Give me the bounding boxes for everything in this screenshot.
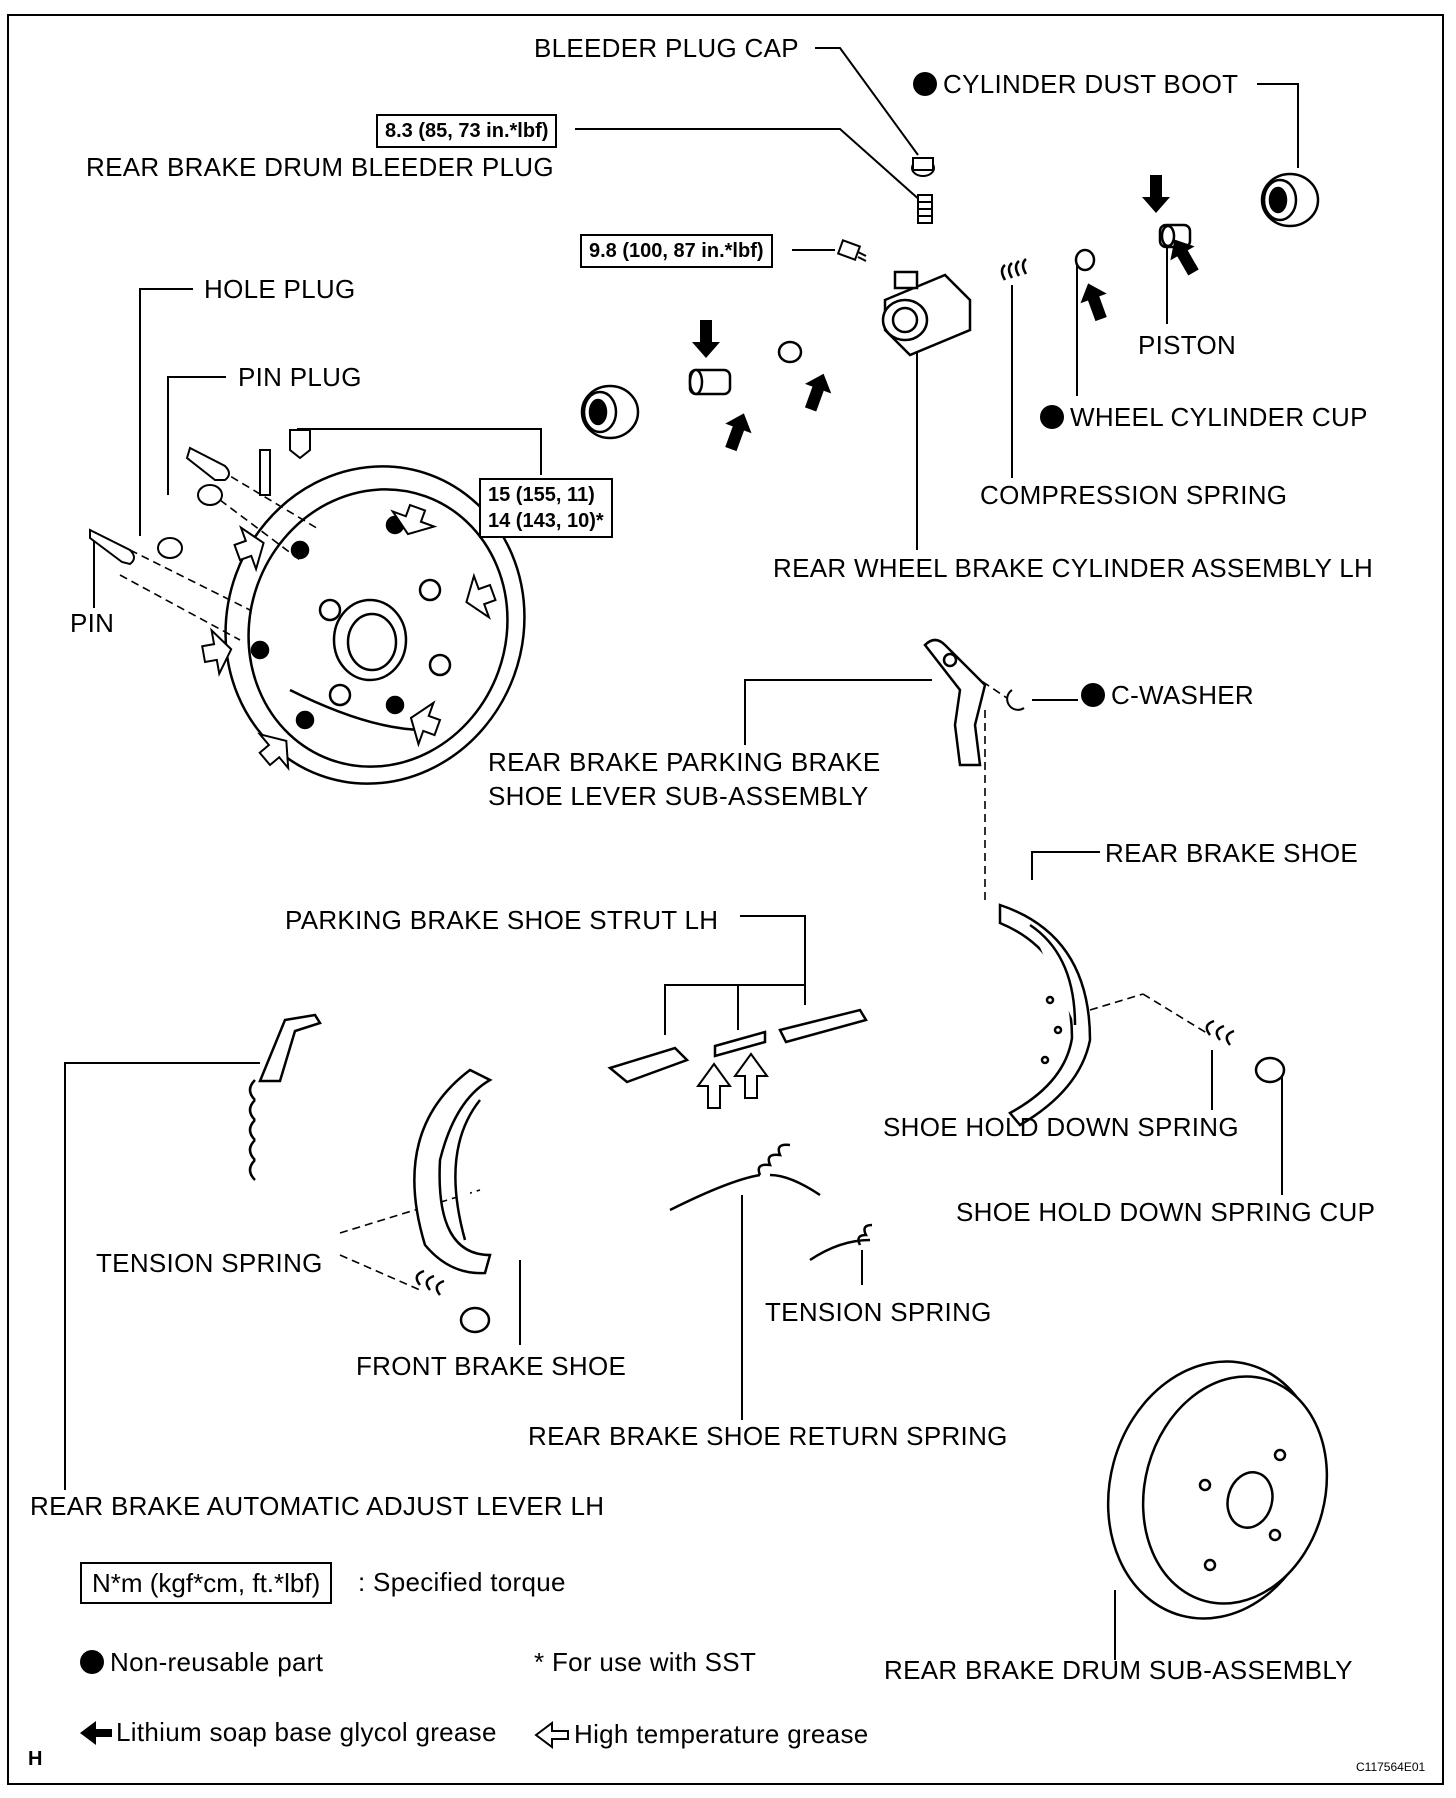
label-cylinder-dust-boot: CYLINDER DUST BOOT xyxy=(913,69,1238,99)
hold-down-cups xyxy=(459,1056,1286,1334)
adjust-lever-part xyxy=(258,1013,322,1083)
label-bleeder-plug-cap: BLEEDER PLUG CAP xyxy=(534,33,799,63)
non-reusable-icon xyxy=(1081,683,1105,707)
label-pin-plug: PIN PLUG xyxy=(238,362,362,392)
label-front-brake-shoe: FRONT BRAKE SHOE xyxy=(356,1351,627,1381)
label-text: WHEEL CYLINDER CUP xyxy=(1070,402,1368,432)
label-rear-brake-drum-bleeder-plug: REAR BRAKE DRUM BLEEDER PLUG xyxy=(86,152,554,182)
label-rear-brake-shoe-return-spring: REAR BRAKE SHOE RETURN SPRING xyxy=(528,1421,1008,1451)
figure-code: C117564E01 xyxy=(1356,1760,1426,1774)
rear-brake-shoe-part xyxy=(998,903,1092,1127)
brake-drum-part xyxy=(1106,1360,1329,1620)
cylinder-dust-boot-part xyxy=(1260,172,1320,228)
label-piston: PISTON xyxy=(1138,330,1237,360)
c-washer-part xyxy=(1006,689,1025,711)
legend-sst: * For use with SST xyxy=(534,1647,757,1677)
torque-bleeder-plug: 8.3 (85, 73 in.*lbf) xyxy=(376,114,558,148)
legend-lithium: Lithium soap base glycol grease xyxy=(116,1717,497,1747)
label-pin: PIN xyxy=(70,608,115,638)
wheel-cylinder-cup-part xyxy=(777,248,1096,364)
lithium-grease-arrows xyxy=(692,175,1199,452)
legend-text: Non-reusable part xyxy=(110,1647,324,1677)
parking-brake-lever-part xyxy=(923,638,987,767)
torque-cylinder-bolt: 9.8 (100, 87 in.*lbf) xyxy=(580,234,773,268)
legend-torque-box: N*m (kgf*cm, ft.*lbf) xyxy=(80,1562,333,1604)
parking-strut-part xyxy=(607,1008,868,1084)
label-rear-wheel-brake-cylinder-assembly-lh: REAR WHEEL BRAKE CYLINDER ASSEMBLY LH xyxy=(773,553,1374,583)
page-mark: H xyxy=(28,1748,43,1770)
label-parking-lever-line2: SHOE LEVER SUB-ASSEMBLY xyxy=(488,781,869,811)
high-temp-grease-arrows-strut xyxy=(696,1052,769,1109)
legend-torque-desc: : Specified torque xyxy=(358,1567,566,1597)
cylinder-dust-boot-left-part xyxy=(580,384,640,440)
cylinder-bolt-part xyxy=(836,239,867,262)
label-parking-brake-shoe-strut-lh: PARKING BRAKE SHOE STRUT LH xyxy=(285,905,719,935)
dashed-assembly-lines xyxy=(119,469,1211,1291)
label-text: C-WASHER xyxy=(1111,680,1254,710)
torque-backing-plate: 15 (155, 11) 14 (143, 10)* xyxy=(479,478,613,538)
torque-line1: 15 (155, 11) xyxy=(488,484,595,506)
legend-hollow-arrow-icon xyxy=(534,1721,569,1749)
pin-and-plugs xyxy=(89,429,311,566)
leader-lines xyxy=(64,47,1299,1660)
label-rear-brake-shoe: REAR BRAKE SHOE xyxy=(1105,838,1359,868)
label-c-washer: C-WASHER xyxy=(1081,680,1254,710)
high-temp-grease-arrows-plate xyxy=(201,503,497,772)
label-compression-spring: COMPRESSION SPRING xyxy=(980,480,1288,510)
compression-spring-part xyxy=(1000,258,1028,281)
springs xyxy=(248,1019,1235,1296)
label-tension-spring-right: TENSION SPRING xyxy=(765,1297,992,1327)
label-tension-spring-left: TENSION SPRING xyxy=(96,1248,323,1278)
non-reusable-icon xyxy=(913,72,937,96)
non-reusable-icon xyxy=(80,1650,104,1674)
label-parking-lever-line1: REAR BRAKE PARKING BRAKE xyxy=(488,747,881,777)
label-shoe-hold-down-spring-cup: SHOE HOLD DOWN SPRING CUP xyxy=(956,1197,1376,1227)
wheel-cylinder-body xyxy=(881,270,972,357)
non-reusable-icon xyxy=(1040,405,1064,429)
label-text: CYLINDER DUST BOOT xyxy=(943,69,1239,99)
label-rear-brake-automatic-adjust-lever-lh: REAR BRAKE AUTOMATIC ADJUST LEVER LH xyxy=(30,1491,605,1521)
label-rear-brake-drum-sub-assembly: REAR BRAKE DRUM SUB-ASSEMBLY xyxy=(884,1655,1353,1685)
backing-plate xyxy=(224,465,526,785)
torque-line2: 14 (143, 10)* xyxy=(488,510,604,532)
label-wheel-cylinder-cup: WHEEL CYLINDER CUP xyxy=(1040,402,1368,432)
legend-solid-arrow-icon xyxy=(80,1721,112,1745)
label-hole-plug: HOLE PLUG xyxy=(204,274,356,304)
label-shoe-hold-down-spring: SHOE HOLD DOWN SPRING xyxy=(883,1112,1239,1142)
legend-non-reusable: Non-reusable part xyxy=(80,1647,323,1677)
legend-arrows xyxy=(80,1721,569,1749)
legend-high-temp: High temperature grease xyxy=(574,1719,869,1749)
diagram-frame xyxy=(7,14,1444,1785)
front-brake-shoe-part xyxy=(413,1068,493,1275)
bleeder-plug-cap-part xyxy=(911,157,935,224)
